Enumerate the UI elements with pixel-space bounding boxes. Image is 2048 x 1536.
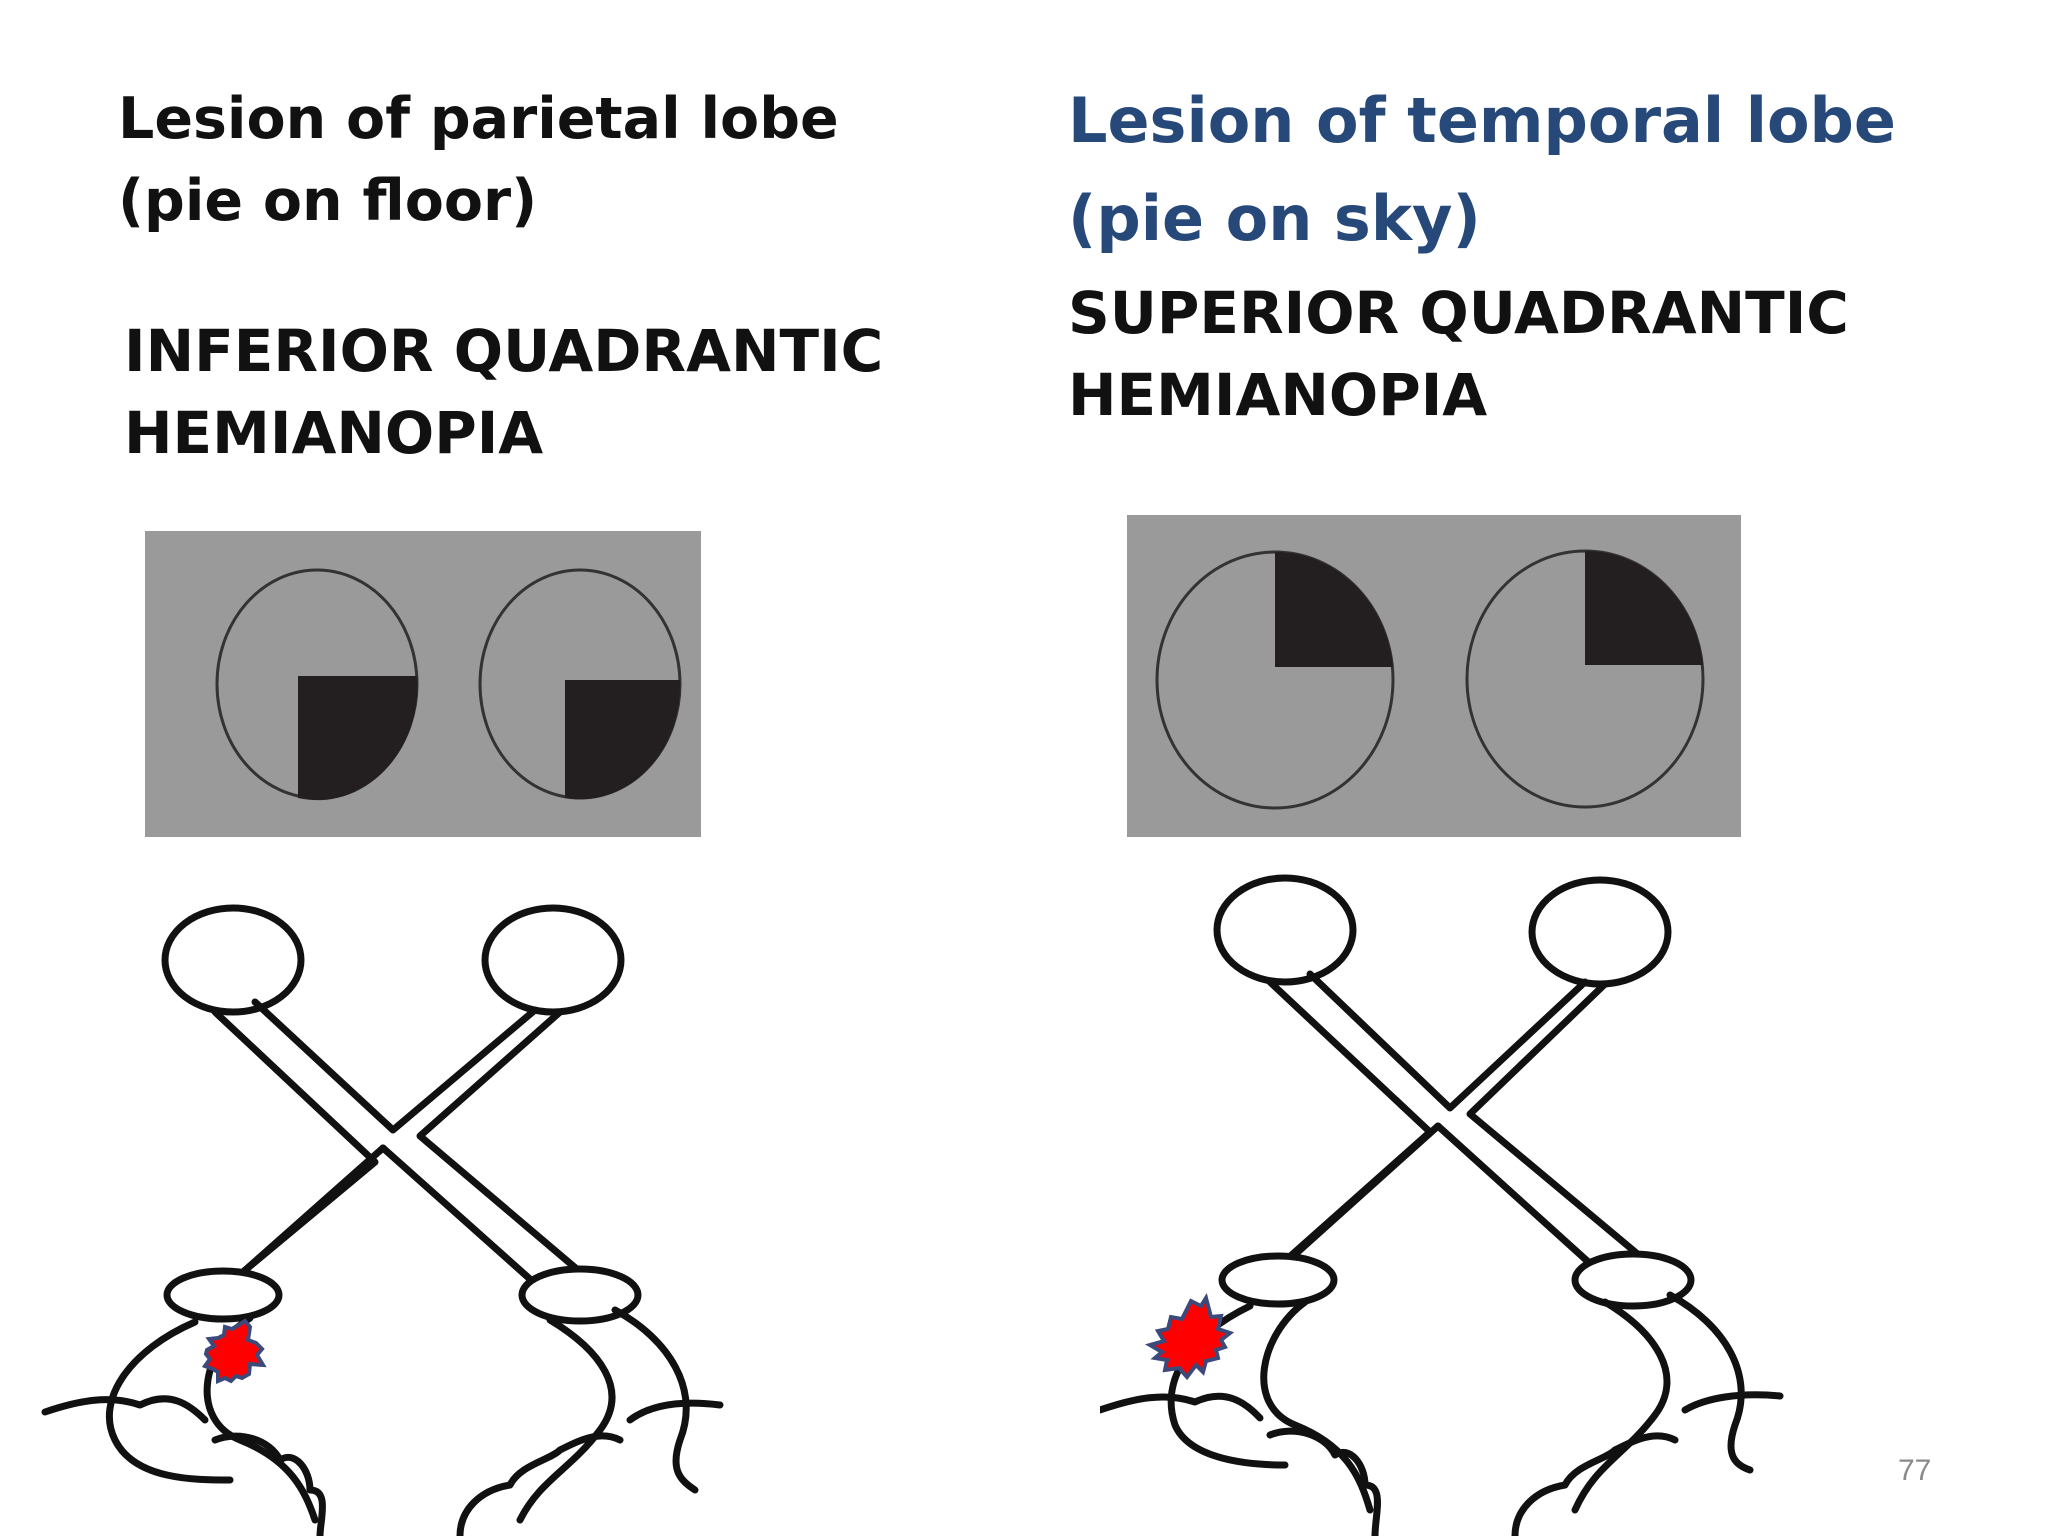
left-title-line-1: Lesion of parietal lobe: [118, 86, 839, 152]
right-pathway-radiations: [1100, 1291, 1784, 1536]
right-lesion-star: [1144, 1293, 1235, 1381]
left-optic-pathway-diagram: [41, 904, 724, 1536]
left-pathway-right-eye: [481, 904, 625, 1016]
left-field-right-eye: [478, 568, 682, 800]
right-pathway-optic-chiasm: [1246, 970, 1644, 1296]
right-pathway-right-lgn: [1571, 1250, 1695, 1310]
left-pathway-left-lgn: [163, 1267, 283, 1323]
left-title-line-2: (pie on floor): [118, 168, 538, 234]
right-title-line-2: (pie on sky): [1068, 182, 1481, 255]
page-number: 77: [1898, 1454, 1932, 1487]
left-field-left-eye: [215, 568, 419, 801]
right-subtitle: SUPERIOR QUADRANTIC HEMIANOPIA: [1068, 272, 1849, 436]
right-pathway-left-eye: [1213, 874, 1357, 986]
left-title: Lesion of parietal lobe (pie on floor): [118, 78, 839, 242]
right-field-right-eye-defect: [1585, 550, 1703, 665]
right-field-left-eye: [1155, 550, 1395, 810]
right-visual-field-chart: [1127, 515, 1741, 837]
left-pathway-left-eye: [161, 904, 305, 1016]
right-field-background: [1127, 515, 1741, 837]
right-title: Lesion of temporal lobe (pie on sky): [1068, 72, 1896, 268]
right-subtitle-line-2: HEMIANOPIA: [1068, 361, 1488, 429]
right-pathway-right-eye: [1528, 876, 1672, 988]
right-field-left-eye-defect: [1275, 551, 1393, 667]
right-title-line-1: Lesion of temporal lobe: [1068, 84, 1896, 157]
left-pathway-right-lgn: [518, 1265, 642, 1325]
right-pathway-left-lgn: [1218, 1252, 1338, 1308]
right-subtitle-line-1: SUPERIOR QUADRANTIC: [1068, 279, 1849, 347]
right-field-right-eye: [1465, 549, 1705, 809]
left-subtitle-line-2: HEMIANOPIA: [124, 399, 544, 467]
left-subtitle-line-1: INFERIOR QUADRANTIC: [124, 317, 884, 385]
left-field-right-eye-defect: [565, 680, 681, 800]
left-field-left-eye-defect: [298, 676, 418, 801]
left-subtitle: INFERIOR QUADRANTIC HEMIANOPIA: [124, 310, 883, 474]
left-visual-field-chart: [145, 531, 701, 837]
left-pathway-radiations: [41, 1306, 724, 1536]
left-lesion-star: [201, 1318, 267, 1385]
left-pathway-optic-chiasm: [191, 998, 589, 1316]
right-optic-pathway-diagram: [1100, 874, 1784, 1536]
